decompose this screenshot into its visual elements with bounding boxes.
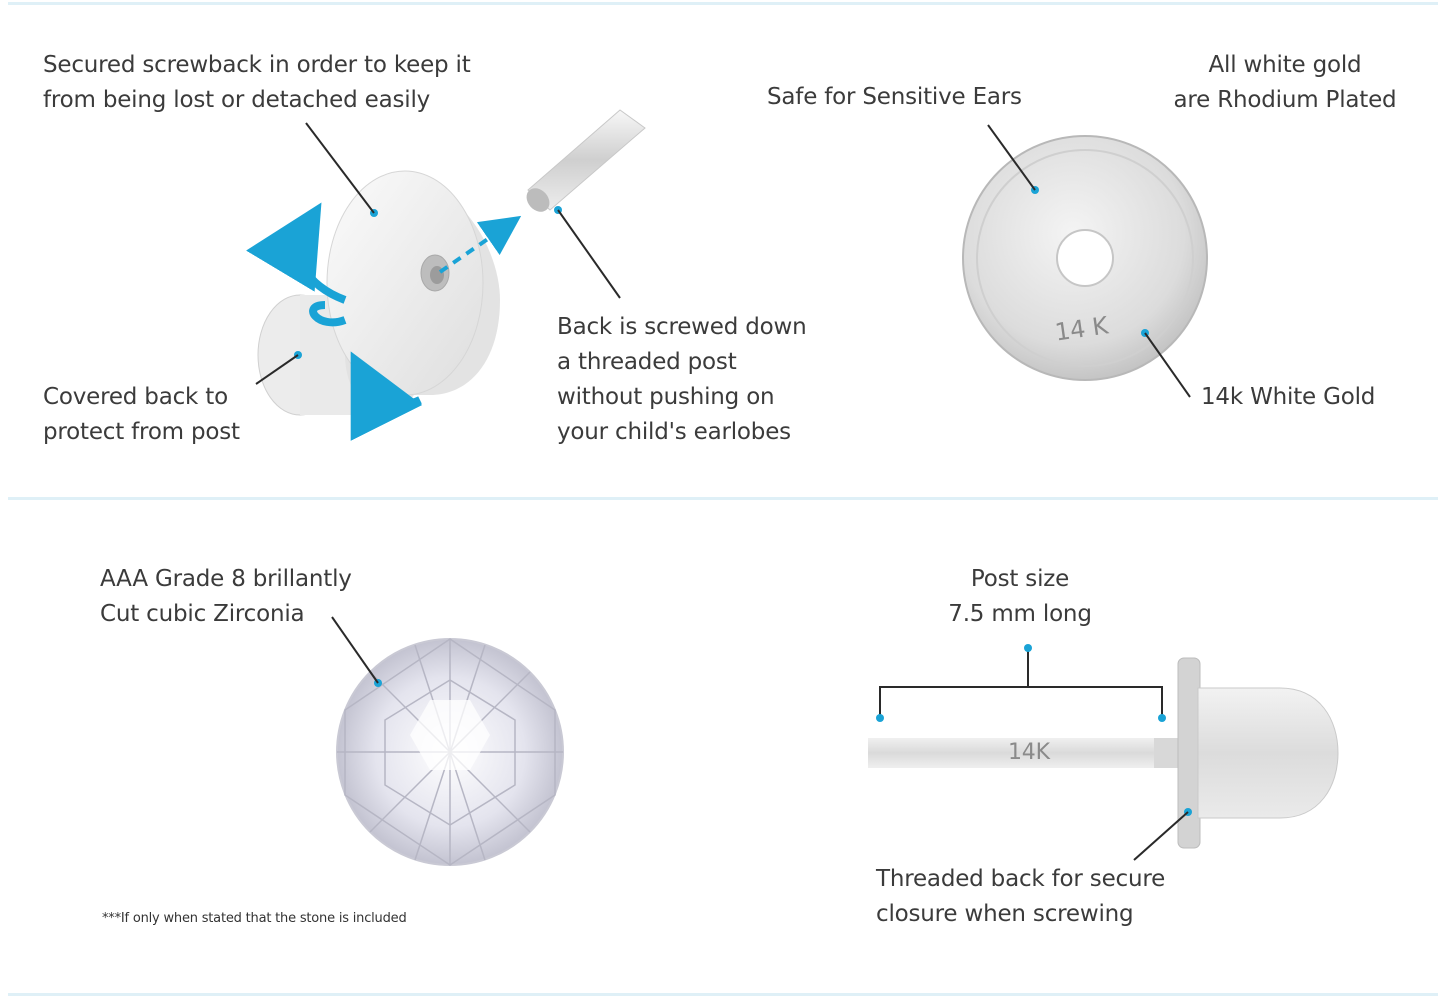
covered-back-label-line-2: protect from post (43, 419, 240, 445)
screwed-down-label-line-4: your child's earlobes (557, 419, 791, 445)
sensitive-ears-label: Safe for Sensitive Ears (767, 84, 1022, 110)
rhodium-label: All white gold are Rhodium Plated (1160, 48, 1410, 118)
rhodium-label-line-2: are Rhodium Plated (1173, 87, 1397, 113)
post-stamp: 14K (1008, 740, 1050, 765)
screwback-illustration (246, 109, 646, 441)
divider-middle (8, 497, 1438, 500)
zirconia-label-line-1: AAA Grade 8 brillantly (100, 566, 352, 592)
screwed-down-label-line-3: without pushing on (557, 384, 775, 410)
screwback-label-line-2: from being lost or detached easily (43, 87, 431, 113)
threaded-back-label-line-1: Threaded back for secure (876, 866, 1166, 892)
divider-top (8, 2, 1438, 5)
zirconia-label-line-2: Cut cubic Zirconia (100, 601, 305, 627)
threaded-back-label: Threaded back for secure closure when sc… (876, 862, 1165, 932)
post-illustration (868, 644, 1339, 861)
screwed-down-label: Back is screwed down a threaded post wit… (557, 310, 807, 450)
screwed-down-label-line-1: Back is screwed down (557, 314, 807, 340)
covered-back-label: Covered back to protect from post (43, 380, 240, 450)
post-size-label-line-2: 7.5 mm long (948, 601, 1092, 627)
disc-illustration (962, 124, 1208, 398)
screwback-label: Secured screwback in order to keep it fr… (43, 48, 471, 118)
zirconia-label: AAA Grade 8 brillantly Cut cubic Zirconi… (100, 562, 352, 632)
covered-back-label-line-1: Covered back to (43, 384, 228, 410)
divider-bottom (8, 993, 1438, 996)
screwback-label-line-1: Secured screwback in order to keep it (43, 52, 471, 78)
footnote: ***If only when stated that the stone is… (102, 911, 407, 926)
gem-illustration (331, 616, 564, 866)
rhodium-label-line-1: All white gold (1208, 52, 1362, 78)
post-size-label-line-1: Post size (970, 566, 1070, 592)
post-size-label: Post size 7.5 mm long (900, 562, 1140, 632)
white-gold-label: 14k White Gold (1201, 384, 1376, 410)
disc-stamp: 14 K (1053, 311, 1110, 347)
screwed-down-label-line-2: a threaded post (557, 349, 737, 375)
threaded-back-label-line-2: closure when screwing (876, 901, 1134, 927)
